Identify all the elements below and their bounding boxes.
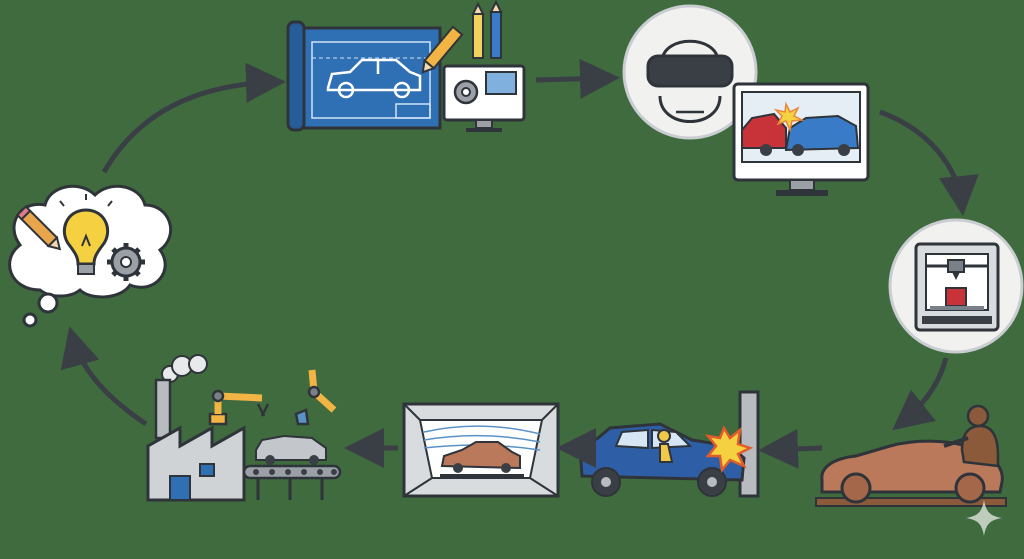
stage-manufacturing (146, 354, 342, 502)
pencil-icon (421, 25, 464, 74)
pencil-icon (15, 205, 62, 251)
crash-dummy-icon (657, 429, 674, 463)
impact-icon (704, 425, 754, 474)
gear-icon (107, 243, 145, 281)
flow-arrow-idea-to-design (101, 62, 286, 174)
lightbulb-icon (59, 194, 113, 275)
car-icon (440, 441, 524, 478)
robot-arm-icon (208, 389, 270, 426)
flow-arrows (60, 58, 979, 469)
sculptor-icon (943, 404, 1000, 468)
clay-car-icon (815, 439, 1007, 507)
car-sketch-icon (326, 58, 422, 99)
flow-arrow-factory-to-idea (60, 326, 148, 427)
flow-arrow-simulation-to-prototyping (879, 109, 979, 216)
smoke-icon (161, 354, 208, 383)
flow-arrow-clay-to-crash (758, 428, 823, 469)
sparkle-icon (966, 500, 1002, 536)
factory-icon (146, 378, 246, 502)
crash-simulation-monitor-icon (732, 82, 870, 196)
3d-printer-icon (914, 242, 1000, 332)
blueprint-icon (286, 20, 442, 132)
robot-arm-icon (294, 369, 337, 426)
stage-virtual-simulation (622, 4, 870, 196)
stage-prototyping (888, 218, 1024, 354)
pencil-icon (471, 0, 503, 59)
monitor-icon (442, 64, 526, 132)
flow-arrow-prototyping-to-clay (892, 357, 949, 431)
vr-headset-icon (622, 4, 758, 140)
stage-idea (8, 184, 173, 328)
stage-design (286, 0, 526, 132)
stage-wind-tunnel (402, 402, 560, 498)
stage-clay-model (815, 404, 1007, 507)
conveyor-icon (242, 434, 342, 500)
flow-arrow-design-to-simulation (535, 58, 620, 99)
stage-crash-test (578, 390, 760, 498)
